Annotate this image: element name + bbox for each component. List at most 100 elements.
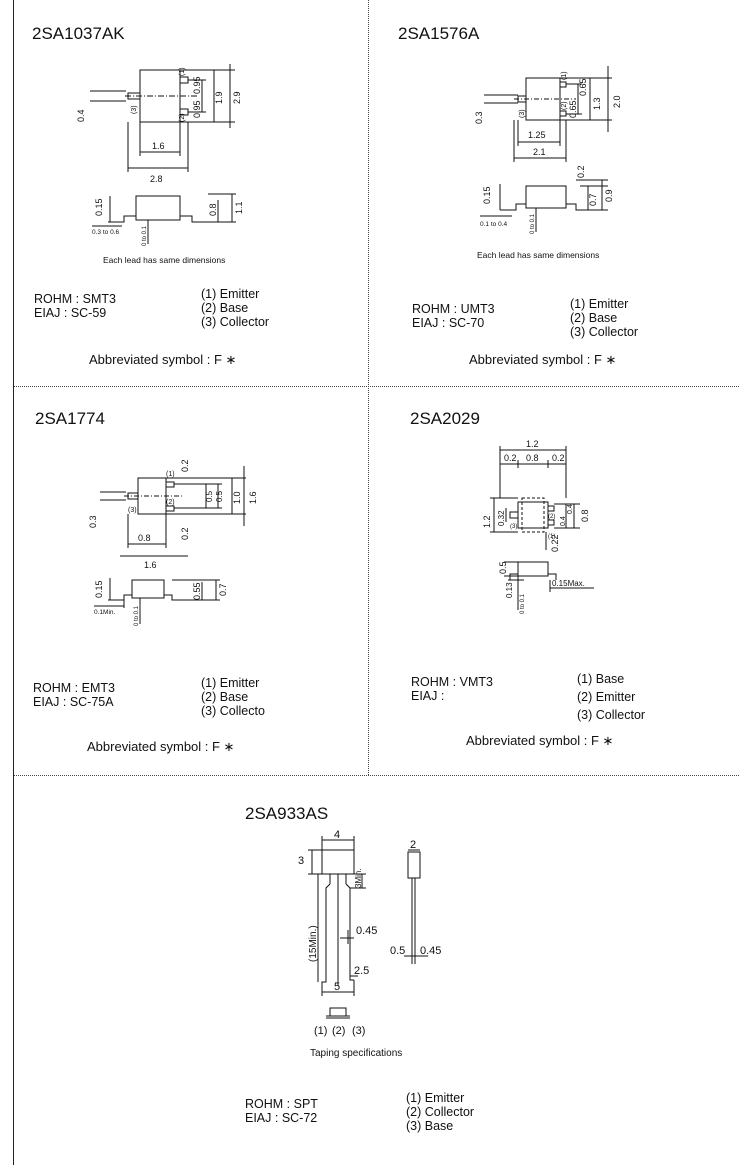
rohm-package: ROHM : VMT3	[411, 675, 493, 689]
part-number: 2SA1774	[35, 409, 105, 428]
dim-lead-span: 1.0	[232, 491, 242, 504]
dim-body-length: 2.0	[612, 95, 622, 108]
page-frame	[13, 0, 739, 1165]
lead-note: Each lead has same dimensions	[103, 255, 226, 265]
side-view-drawing: 0.5 0.13 0 to 0.1 0.15Max.	[498, 561, 594, 614]
dim-body-width: 1.25	[528, 130, 546, 140]
dim-top-gap: 0.2	[180, 459, 190, 472]
dim-lead-thickness: 0.45	[420, 945, 441, 957]
dim-standoff: 0 to 0.1	[134, 605, 140, 626]
top-view-drawing: 0.4 (1) (3) (2) 0.95 0.95 1.9 2.9 1.6 2.…	[76, 64, 242, 184]
dim-lead-thickness: 0.13	[505, 582, 514, 598]
pin-label-1: (1)	[548, 534, 555, 540]
dim-pitch-b: 0.4	[567, 504, 574, 514]
pin-3: (3) Base	[406, 1119, 454, 1133]
dim-lead-thickness: 0.15	[94, 198, 104, 216]
dim-right-gap: 0.2	[552, 453, 565, 463]
dim-bottom-gap: 0.2	[180, 527, 190, 540]
dim-body-thickness: 2	[410, 839, 416, 851]
dim-overall-height: 0.5	[498, 561, 508, 574]
dim-body-height: 0.7	[588, 193, 598, 206]
pin-1: (1) Emitter	[570, 297, 629, 311]
divider-row-2	[14, 775, 739, 776]
abbreviated-symbol: Abbreviated symbol : F ∗	[89, 352, 237, 367]
dim-lead-top: 0.2	[576, 165, 586, 178]
dim-lead-span: 5	[334, 981, 340, 993]
dim-lead-width: 0.32	[497, 510, 506, 526]
dim-shoulder-length: 3Min.	[354, 868, 363, 888]
divider-row-1	[14, 386, 739, 387]
eiaj-package: EIAJ :	[411, 689, 445, 703]
dim-standoff: 0 to 0.1	[520, 593, 526, 614]
dim-lead-offset: 0.22	[550, 534, 560, 552]
abbreviated-symbol: Abbreviated symbol : F ∗	[87, 739, 235, 754]
part-number: 2SA933AS	[245, 804, 329, 823]
dim-lead-thickness: 0.15	[482, 186, 492, 204]
dim-lead-pitch: 2.5	[354, 965, 369, 977]
pin-2: (2) Base	[201, 690, 249, 704]
rohm-package: ROHM : UMT3	[412, 302, 495, 316]
pin-assignment: (1) Emitter (2) Collector (3) Base	[406, 1091, 474, 1133]
dim-lead-length: 0.3 to 0.6	[92, 229, 119, 236]
dim-body-width: 1.6	[152, 141, 165, 151]
pin-label-2: (2)	[166, 499, 175, 506]
eiaj-package: EIAJ : SC-72	[245, 1111, 318, 1125]
pin-1: (1) Emitter	[201, 287, 260, 301]
dim-overall-width: 2.1	[533, 147, 546, 157]
top-view-drawing: 0.3 (1) (3) (2) 0.2 0.5 0.5 1.0 1.6 0.2 …	[88, 459, 258, 570]
pin-3: (3) Collector	[201, 315, 270, 329]
pin-3: (3) Collector	[577, 708, 646, 722]
eiaj-package: EIAJ : SC-75A	[33, 695, 114, 709]
abbreviated-symbol: Abbreviated symbol : F ∗	[466, 733, 614, 748]
dim-body-length: 1.2	[482, 515, 492, 528]
dim-body-height: 0.8	[208, 203, 218, 216]
pin-assignment: (1) Emitter (2) Base (3) Collector	[570, 297, 638, 339]
pin-label-1: (1)	[179, 67, 186, 76]
pin-label-2: (2)	[561, 101, 568, 110]
part-number: 2SA1037AK	[32, 24, 125, 43]
dim-lead-span: 1.3	[592, 97, 602, 110]
dim-body-width: 0.8	[138, 533, 151, 543]
front-view-drawing: 4 3 3Min. (15Min.) 0.45 2.5 5 (1) (2) (3…	[298, 829, 377, 1037]
dim-body-height: 0.55	[192, 582, 202, 600]
dim-lead-length: 0.1 to 0.4	[480, 221, 507, 228]
pin-order-2: (2)	[332, 1025, 345, 1037]
dim-lead-thickness: 0.15	[94, 580, 104, 598]
dim-lead-span: 0.8	[580, 509, 590, 522]
dim-body-width: 0.8	[526, 453, 539, 463]
part-number: 2SA1576A	[398, 24, 480, 43]
pin-assignment: (1) Base (2) Emitter (3) Collector	[577, 670, 645, 724]
dim-lead-length: (15Min.)	[308, 925, 319, 962]
dim-pitch-b: 0.65	[578, 78, 588, 96]
dim-pitch-a: 0.5	[205, 490, 214, 502]
dim-body-width: 4	[334, 829, 340, 841]
side-view-drawing: 0.15 0.1 to 0.4 0 to 0.1 0.2 0.7 0.9	[480, 165, 614, 234]
side-profile-drawing: 2 0.5 0.45	[390, 839, 441, 964]
dim-pitch-a: 0.95	[192, 100, 202, 118]
dim-pitch-b: 0.95	[192, 76, 202, 94]
dim-lead-width: 0.45	[356, 925, 377, 937]
pin-assignment: (1) Emitter (2) Base (3) Collector	[201, 287, 269, 329]
eiaj-package: EIAJ : SC-59	[34, 306, 107, 320]
abbreviated-symbol: Abbreviated symbol : F ∗	[469, 352, 617, 367]
lead-note: Each lead has same dimensions	[477, 250, 600, 260]
dim-standoff: 0 to 0.1	[142, 225, 148, 246]
pin-label-3: (3)	[128, 507, 137, 514]
pin-1: (1) Emitter	[406, 1091, 465, 1105]
top-view-drawing: 0.3 (1) (3) (2) 0.65 0.65 1.3 2.0 1.25 2…	[474, 66, 622, 162]
pin-2: (2) Base	[570, 311, 618, 325]
dim-lead-offset: 0.5	[390, 945, 405, 957]
pin-2: (2) Emitter	[577, 690, 636, 704]
pin-3: (3) Collector	[570, 325, 639, 339]
pin-1: (1) Base	[577, 672, 625, 686]
pin-label-3: (3)	[131, 105, 138, 114]
dim-standoff: 0 to 0.1	[530, 213, 536, 234]
dim-overall-height: 1.1	[234, 201, 244, 214]
dim-lead-max: 0.15Max.	[552, 579, 585, 588]
pin-assignment: (1) Emitter (2) Base (3) Collecto	[201, 676, 265, 718]
pin-label-2: (2)	[179, 113, 186, 122]
taping-specifications: Taping specifications	[310, 1048, 403, 1059]
pin-2: (2) Base	[201, 301, 249, 315]
eiaj-package: EIAJ : SC-70	[412, 316, 485, 330]
dim-overall-height: 0.7	[218, 583, 228, 596]
